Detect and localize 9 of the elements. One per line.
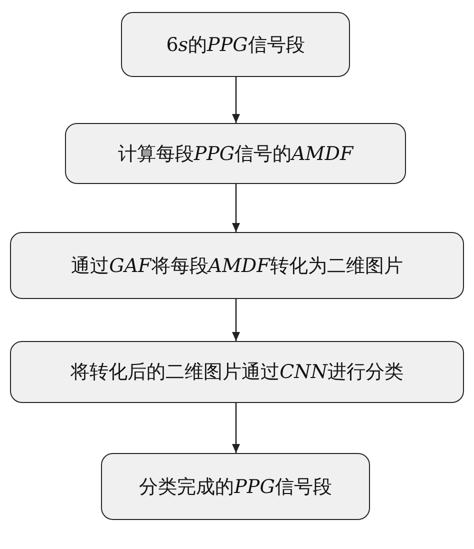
arrow <box>232 403 240 453</box>
process-box: 6s的PPG信号段 <box>121 12 350 77</box>
process-box: 计算每段PPG信号的AMDF <box>65 123 406 184</box>
process-box: 通过GAF将每段AMDF转化为二维图片 <box>10 232 464 299</box>
arrow <box>232 299 240 341</box>
process-box: 分类完成的PPG信号段 <box>101 453 370 520</box>
arrow <box>232 77 240 123</box>
process-box: 将转化后的二维图片通过CNN进行分类 <box>10 341 464 403</box>
arrow <box>232 184 240 232</box>
